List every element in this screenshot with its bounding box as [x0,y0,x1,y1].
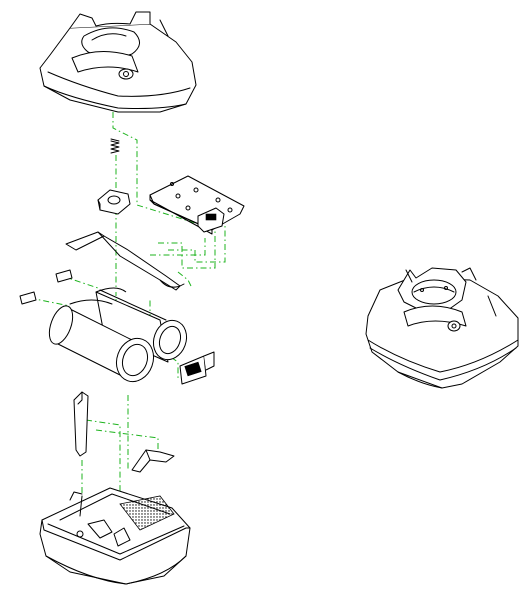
assembled-unit [365,267,519,389]
battery-tab [131,449,175,473]
spring [110,138,120,154]
circuit-board [149,175,245,235]
battery-pair [48,287,188,383]
wire-lead [65,231,185,291]
bent-clip [73,391,89,457]
small-pad-right [55,269,73,283]
bottom-housing [39,487,191,585]
small-pad-left [19,291,37,305]
battery-contact [179,351,215,385]
square-nut [97,189,131,215]
top-housing [39,11,197,113]
